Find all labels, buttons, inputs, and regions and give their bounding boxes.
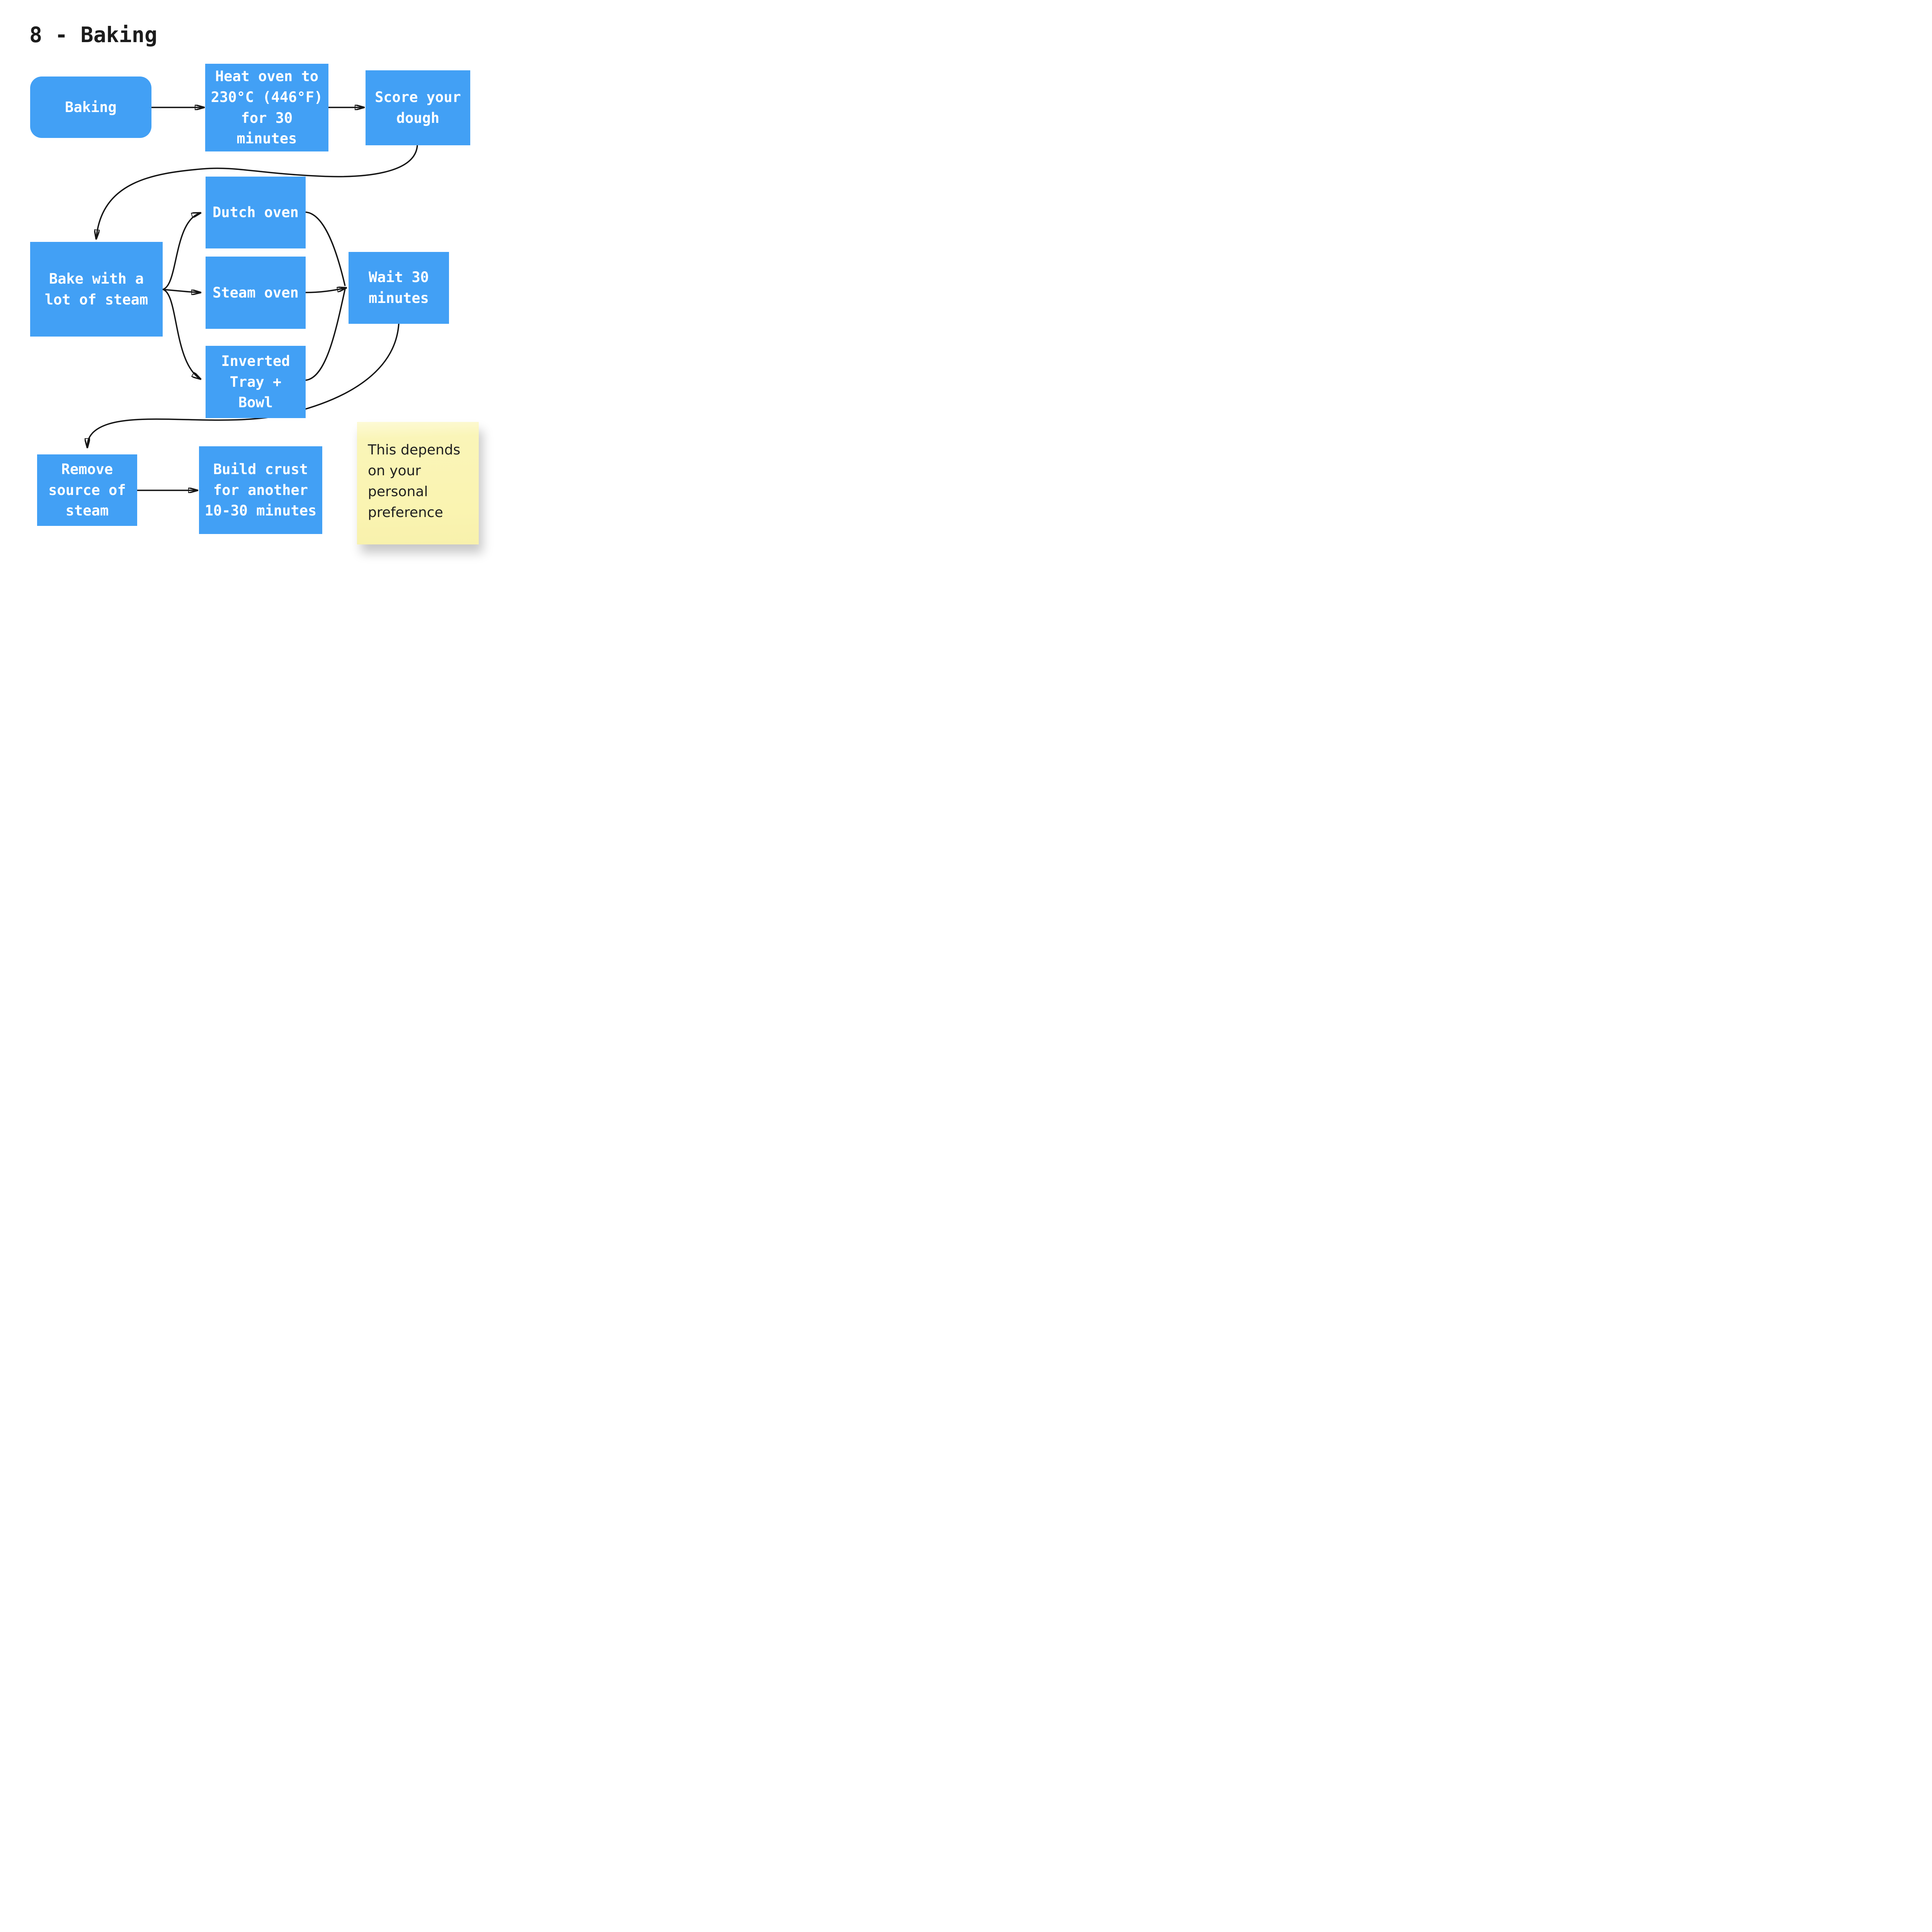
node-label: Score your dough	[375, 89, 461, 126]
edge-inverted-tray-to-wait	[305, 289, 346, 381]
node-bake-steam: Bake with a lot of steam	[30, 242, 163, 337]
node-score-dough: Score your dough	[366, 70, 470, 145]
node-label: Steam oven	[213, 284, 299, 301]
node-build-crust: Build crust for another 10-30 minutes	[199, 446, 322, 534]
node-label: Bake with a lot of steam	[44, 270, 148, 308]
node-label: Baking	[65, 99, 117, 116]
node-label: Dutch oven	[213, 204, 299, 221]
arrow-bake-steam-to-inverted-tray	[162, 289, 201, 379]
node-steam-oven: Steam oven	[206, 257, 306, 329]
arrow-bake-steam-to-dutch-oven	[162, 213, 201, 290]
edge-dutch-oven-to-wait	[305, 211, 346, 286]
node-remove-steam: Remove source of steam	[37, 454, 137, 526]
node-dutch-oven: Dutch oven	[206, 177, 306, 248]
node-wait-30: Wait 30 minutes	[349, 252, 449, 324]
node-label: Inverted Tray + Bowl	[221, 353, 290, 411]
arrow-bake-steam-to-steam-oven	[162, 289, 201, 293]
node-label: Heat oven to 230°C (446°F) for 30 minute…	[211, 68, 323, 147]
flowchart-canvas: 8 - Baking Baking Heat oven to 230°C (44…	[0, 0, 506, 578]
node-label: Build crust for another 10-30 minutes	[204, 461, 317, 519]
page-title: 8 - Baking	[29, 22, 158, 47]
node-label: Wait 30 minutes	[369, 269, 429, 306]
node-inverted-tray: Inverted Tray + Bowl	[206, 346, 306, 418]
sticky-note-text: This depends on your personal preference	[368, 442, 461, 520]
sticky-note: This depends on your personal preference	[357, 422, 479, 544]
node-baking: Baking	[30, 77, 151, 138]
arrow-steam-oven-to-wait	[305, 288, 346, 293]
node-label: Remove source of steam	[48, 461, 126, 519]
node-heat-oven: Heat oven to 230°C (446°F) for 30 minute…	[205, 64, 328, 151]
